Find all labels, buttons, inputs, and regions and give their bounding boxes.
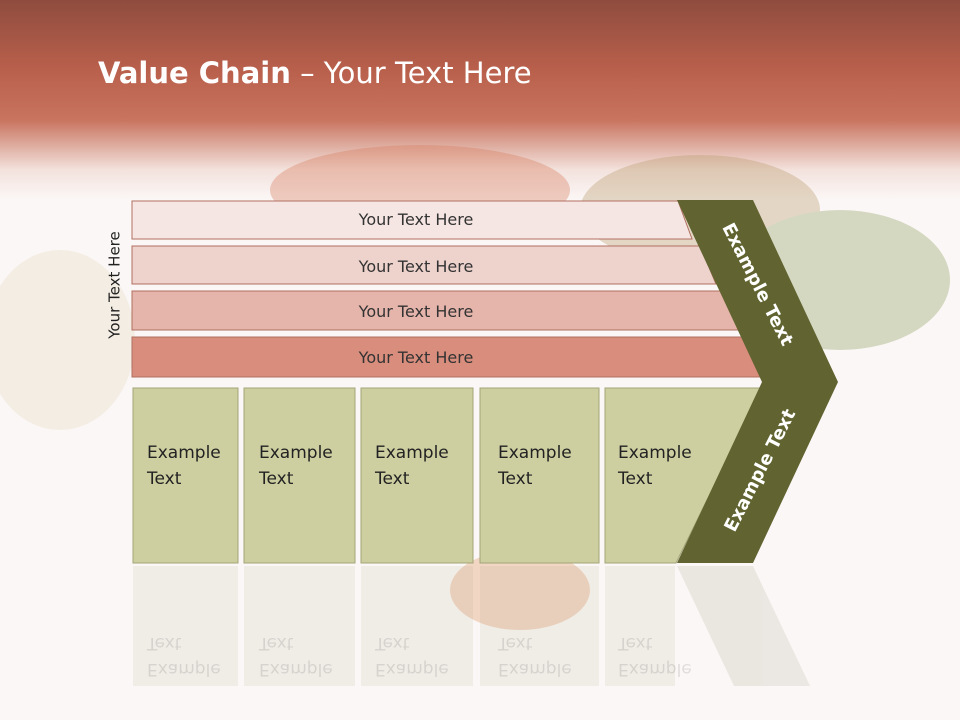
bar-4-label: Your Text Here: [358, 347, 474, 367]
bar-1: [131, 200, 693, 240]
page-title: Value Chain – Your Text Here: [98, 56, 532, 90]
chevron: [677, 200, 838, 563]
bar-3-label: Your Text Here: [358, 301, 474, 321]
bar-1-label: Your Text Here: [358, 209, 474, 229]
box-3: [360, 387, 474, 564]
bar-2-label: Your Text Here: [358, 256, 474, 276]
box-1: [132, 387, 239, 564]
box-4: [479, 387, 600, 564]
box-5: [604, 387, 763, 564]
box-2: [243, 387, 356, 564]
bar-2: [131, 245, 717, 285]
reflection: [133, 566, 810, 686]
header-band: [0, 0, 960, 200]
